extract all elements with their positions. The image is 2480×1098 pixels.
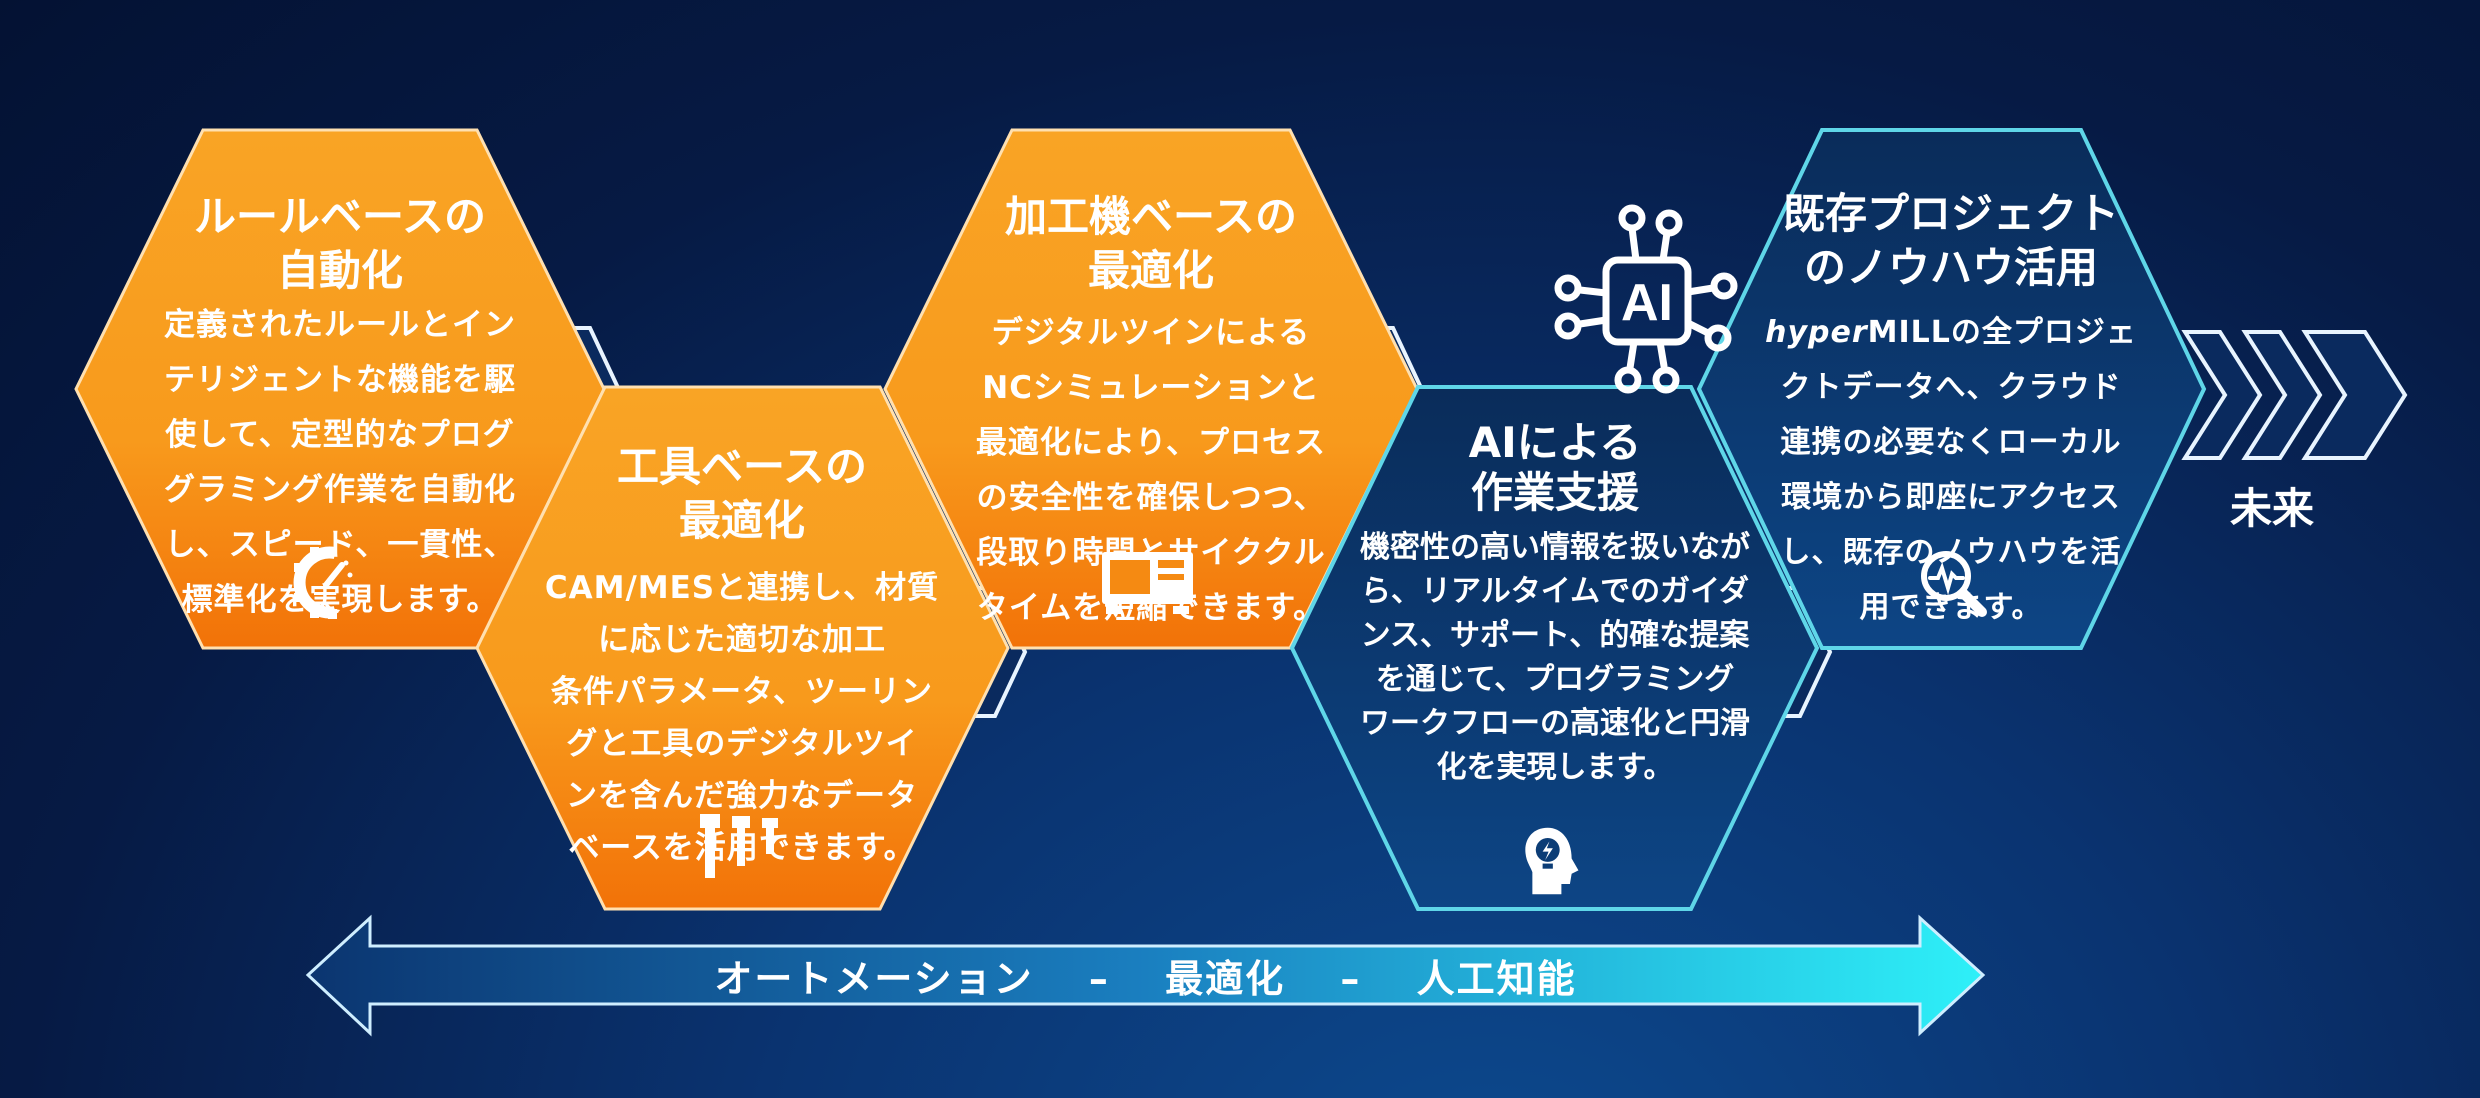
title-line: 自動化 — [276, 246, 403, 295]
body-line: テリジェントな機能を駆 — [164, 362, 516, 398]
body-line: の安全性を確保しつつ、 — [976, 480, 1326, 516]
automation-arrow — [305, 914, 1986, 1037]
body-line: hyperMILLの全プロジェ — [1751, 305, 2151, 360]
hex-knowhow — [1696, 128, 2207, 650]
automation-arrow-label: オートメーション – 最適化 – 人工知能 — [714, 957, 1577, 1001]
future-chevrons — [2181, 330, 2408, 460]
body-line: 機密性の高い情報を扱いなが — [1360, 530, 1750, 565]
gear-gauge-icon — [293, 546, 357, 619]
body-line: 最適化により、プロセス — [975, 425, 1327, 461]
hex-title: 加工機ベースの 最適化 — [951, 190, 1351, 298]
hex-body: hyperMILLの全プロジェ クトデータへ、クラウド 連携の必要なくローカル … — [1751, 305, 2151, 635]
body-line: グラミング作業を自動化 — [164, 472, 516, 508]
hex-body: 定義されたルールとイン テリジェントな機能を駆 使して、定型的なプログ グラミン… — [140, 298, 540, 628]
hex-ai-support-content: AIによる 作業支援 機密性の高い情報を扱いなが ら、リアルタイムでのガイダ ン… — [1335, 418, 1775, 790]
body-line: ら、リアルタイムでのガイダ — [1361, 574, 1749, 609]
body-line: ンを含んだ強力なデータ — [566, 778, 918, 814]
body-line: 連携の必要なくローカル — [1780, 425, 2122, 460]
body-line: 化を実現します。 — [1436, 750, 1674, 785]
ai-chip-icon: AI — [1554, 204, 1738, 394]
title-line: 加工機ベースの — [1005, 192, 1297, 241]
title-line: 工具ベースの — [617, 442, 867, 491]
body-line: 使して、定型的なプログ — [165, 417, 515, 453]
body-line: デジタルツインによる — [991, 315, 1311, 351]
svg-text:AI: AI — [1621, 274, 1673, 332]
hex-body: デジタルツインによる NCシミュレーションと 最適化により、プロセス の安全性を… — [951, 306, 1351, 636]
hex-knowhow-content: 既存プロジェクト のノウハウ活用 hyperMILLの全プロジェ クトデータへ、… — [1751, 187, 2151, 635]
body-line: クトデータへ、クラウド — [1780, 370, 2122, 405]
title-line: 既存プロジェクト — [1782, 189, 2119, 238]
hex-title: AIによる 作業支援 — [1335, 418, 1775, 518]
hex-ai-support — [1289, 385, 1820, 911]
hex-body: 機密性の高い情報を扱いなが ら、リアルタイムでのガイダ ンス、サポート、的確な提… — [1335, 526, 1775, 790]
hex-rule-based-content: ルールベースの 自動化 定義されたルールとイン テリジェントな機能を駆 使して、… — [140, 190, 540, 628]
body-line: NCシミュレーションと — [982, 370, 1320, 406]
hex-title: 既存プロジェクト のノウハウ活用 — [1751, 187, 2151, 295]
hex-title: 工具ベースの 最適化 — [542, 440, 942, 548]
title-line: AIによる — [1468, 418, 1642, 467]
body-line: グと工具のデジタルツイ — [566, 726, 918, 762]
future-label: 未来 — [2230, 484, 2315, 533]
body-line: に応じた適切な加工 — [598, 622, 886, 658]
body-line: ンス、サポート、的確な提案 — [1360, 618, 1750, 653]
cnc-machine-icon — [1102, 552, 1193, 614]
body-line: 条件パラメータ、ツーリン — [550, 674, 934, 710]
body-text: MILLの全プロジェ — [1867, 315, 2137, 350]
title-line: 最適化 — [678, 496, 805, 545]
head-lightbulb-icon — [1525, 827, 1579, 895]
hex-machine-based-content: 加工機ベースの 最適化 デジタルツインによる NCシミュレーションと 最適化によ… — [951, 190, 1351, 636]
hex-title: ルールベースの 自動化 — [140, 190, 540, 298]
title-line: 最適化 — [1087, 246, 1214, 295]
body-line: し、スピード、一貫性、 — [164, 527, 516, 563]
title-line: 作業支援 — [1470, 468, 1639, 517]
body-line: 定義されたルールとイン — [164, 307, 516, 343]
body-line: CAM/MESと連携し、材質 — [544, 570, 940, 606]
magnifier-pulse-icon — [1921, 551, 1987, 617]
hex-tool-based-content: 工具ベースの 最適化 CAM/MESと連携し、材質 に応じた適切な加工 条件パラ… — [542, 440, 942, 874]
brand-hyper: hyper — [1765, 315, 1868, 350]
hex-tool-based — [475, 385, 1010, 911]
title-line: ルールベースの — [194, 192, 486, 241]
title-line: のノウハウ活用 — [1803, 243, 2098, 292]
body-line: を通じて、プログラミング — [1375, 662, 1735, 697]
body-line: 環境から即座にアクセス — [1781, 480, 2121, 515]
end-mill-tools-icon — [700, 814, 778, 878]
body-line: ワークフローの高速化と円滑 — [1360, 706, 1750, 741]
body-line: 標準化を実現します。 — [181, 582, 499, 618]
